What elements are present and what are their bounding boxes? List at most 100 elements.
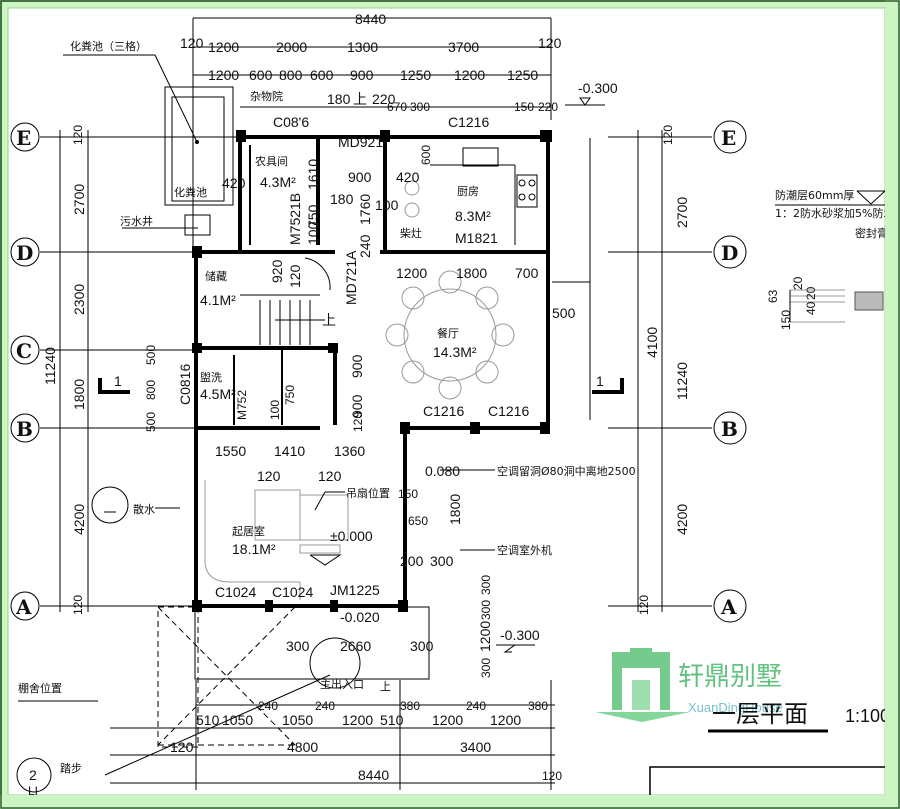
dimension-label: C1024 xyxy=(215,584,256,600)
dimension-label: 起居室 xyxy=(232,524,265,538)
walls xyxy=(192,130,552,612)
dimension-label: 8.3M² xyxy=(455,208,491,224)
dimension-label: 柴灶 xyxy=(400,226,422,240)
dimension-label: 500 xyxy=(552,305,576,321)
dimension-label: 4200 xyxy=(71,504,87,535)
dimension-label: 主出入口 xyxy=(320,677,364,691)
dimension-label: 棚舍位置 xyxy=(18,681,62,695)
dimension-label: M1821 xyxy=(455,230,498,246)
dimension-label: 8440 xyxy=(355,11,386,27)
paper-area xyxy=(7,7,886,796)
dimension-label: 900 xyxy=(350,67,374,83)
axis-label: D xyxy=(721,241,738,265)
dimension-label: C1216 xyxy=(423,403,464,419)
annotations: 污水井 吊扇位置 空调留洞Ø80洞中离地2500 空调室外机 散水 棚舍位置 主… xyxy=(18,214,636,775)
dimension-label: 120 xyxy=(542,769,562,783)
axis-label: A xyxy=(720,595,737,619)
dimension-label: 220 xyxy=(372,91,396,107)
dimension-label: 900 xyxy=(348,169,372,185)
dimension-label: ±0.000 xyxy=(330,528,373,544)
dimension-label: 4.3M² xyxy=(260,174,296,190)
dimension-label: 120 xyxy=(351,412,365,432)
axis-label: E xyxy=(721,126,736,150)
dimension-label: 420 xyxy=(396,169,420,185)
dimension-label: 空调室外机 xyxy=(497,543,552,557)
dimension-label: 900 xyxy=(349,394,365,418)
dimension-label: 600 xyxy=(310,67,334,83)
dimension-label: 8440 xyxy=(358,767,389,783)
dimension-label: 4.5M² xyxy=(200,386,236,402)
axis-bubbles-left: E D C B A xyxy=(10,122,40,621)
dimension-label: 1610 xyxy=(305,159,321,190)
dimension-label: 踏步 xyxy=(60,761,82,775)
section-marks: 1 1 2 LI xyxy=(16,373,624,798)
detail-index-sheet: LI xyxy=(28,784,38,798)
dimension-label: 上 xyxy=(353,91,367,107)
dimension-label: 上 xyxy=(380,680,391,693)
dimension-label: 510 xyxy=(196,712,220,728)
dimension-label: 220 xyxy=(538,100,558,114)
dimension-label: 1760 xyxy=(357,194,373,225)
dimension-label: M752 xyxy=(235,390,249,420)
dimension-label: 密封膏 xyxy=(855,226,888,240)
room-labels: 化粪池（三格） 化粪池 杂物院 农具间 4.3M² 厨房 8.3M² 柴灶 储藏… xyxy=(63,39,491,557)
axis-lines xyxy=(40,17,712,790)
stair xyxy=(240,257,331,345)
dimension-label: 500 xyxy=(144,345,158,365)
axis-label: E xyxy=(16,126,31,150)
dimension-label: 180 xyxy=(327,91,351,107)
dimension-label: MD921 xyxy=(338,134,383,150)
dimension-label: 150 xyxy=(779,310,793,330)
watermark-logo: 轩鼎别墅 XuanDingHouse xyxy=(595,648,783,722)
axis-label: A xyxy=(15,595,32,619)
drawing-title-text: 一层平面 xyxy=(712,700,808,728)
dimension-label: 240 xyxy=(357,234,373,258)
watermark-text: 轩鼎别墅 xyxy=(678,662,782,692)
frame-edge xyxy=(885,0,900,809)
dimension-label: 2300 xyxy=(71,284,87,315)
drawing-scale: 1:100 xyxy=(845,706,890,726)
dimension-label: 化粪池 xyxy=(174,185,207,199)
dimension-label: 600 xyxy=(249,67,273,83)
dimension-label: C1024 xyxy=(272,584,313,600)
dimension-label: 300 xyxy=(410,638,434,654)
axis-label: B xyxy=(721,417,738,441)
dimension-label: 1200 xyxy=(490,712,521,728)
dimension-label: 900 xyxy=(349,354,365,378)
dimension-label: 1410 xyxy=(274,443,305,459)
dimension-label: 600 xyxy=(419,145,433,165)
dimension-label: 空调留洞Ø80洞中离地2500 xyxy=(497,464,636,478)
dimension-label: 11240 xyxy=(674,362,690,400)
axis-label: C xyxy=(16,339,32,363)
dimension-label: 500 xyxy=(144,412,158,432)
dimension-label: JM1225 xyxy=(330,582,380,598)
dimension-label: 1300 xyxy=(347,39,378,55)
dimension-label: 1200 xyxy=(477,621,493,652)
dimension-label: 3700 xyxy=(448,39,479,55)
dimension-label: 120 xyxy=(287,264,303,288)
dimension-label: 120 xyxy=(661,125,675,145)
dimension-label: 670 xyxy=(387,100,407,114)
dimension-label: 2660 xyxy=(340,638,371,654)
dimension-label: 40 xyxy=(804,301,818,315)
entry-canopy xyxy=(104,606,430,776)
dimension-label: 63 xyxy=(766,289,780,303)
dimension-label: 0.080 xyxy=(425,463,460,479)
watermark-text-en: XuanDingHouse xyxy=(688,700,783,715)
dimension-label: C08'6 xyxy=(273,114,309,130)
dimension-label: 4100 xyxy=(644,327,660,358)
section-mark-label: 1 xyxy=(596,373,604,389)
drawing-title: 一层平面 1:100 xyxy=(708,700,890,733)
dimension-label: 240 xyxy=(466,699,486,713)
dimension-label: 防潮层60mm厚 xyxy=(775,188,854,202)
dimension-label: 散水 xyxy=(133,502,155,516)
dimension-label: 1200 xyxy=(208,39,239,55)
dimension-label: 1200 xyxy=(342,712,373,728)
dimension-label: 120 xyxy=(180,35,204,51)
right-dimensions: 120 2700 4100 4200 120 11240 xyxy=(637,125,690,615)
dimension-label: 14.3M² xyxy=(433,344,477,360)
left-dimensions: 120 2700 2300 500 800 500 1800 4200 120 … xyxy=(42,125,158,615)
dimension-label: 200 xyxy=(400,553,424,569)
dimension-label: 1800 xyxy=(71,379,87,410)
